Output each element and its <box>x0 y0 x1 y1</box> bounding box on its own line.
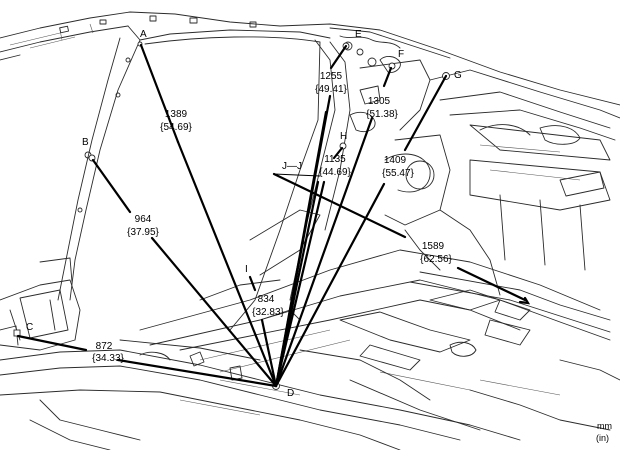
dimension-line-j-j-start <box>273 173 321 177</box>
dim-j-j-mm: 1589 <box>422 241 445 252</box>
dimension-line-i-d-lower <box>260 318 278 388</box>
point-label-g: G <box>454 70 462 81</box>
dimension-line-c-d <box>16 334 88 352</box>
dimension-line-g-d <box>403 74 448 152</box>
dim-f-d-mm: 1305 <box>368 96 391 107</box>
dim-c-d-in: {34.33} <box>92 353 124 364</box>
dim-c-d-mm: 872 <box>96 341 113 352</box>
point-label-i: I <box>245 264 248 275</box>
dim-a-d-in: {54.69} <box>160 122 192 133</box>
dimension-line-f-d <box>382 66 393 88</box>
point-label-j: J—J <box>282 161 302 172</box>
units-in: (in) <box>596 433 609 443</box>
vehicle-body-illustration <box>0 11 620 450</box>
dimension-values: 1389 {54.69} 964 {37.95} 872 {34.33} 125… <box>92 71 452 364</box>
dim-h-d-in: {44.69} <box>319 167 351 178</box>
dim-e-d-in: {49.41} <box>315 84 347 95</box>
point-labels: A B C D E F G H I J—J <box>26 29 462 399</box>
dimension-lines <box>16 43 531 388</box>
point-label-c: C <box>26 322 33 333</box>
dimension-line-e-d <box>329 44 348 70</box>
dim-b-d-in: {37.95} <box>127 227 159 238</box>
dimension-line-b-d-lower <box>150 236 278 388</box>
dim-g-d-in: {55.47} <box>382 168 414 179</box>
units-mm: mm <box>597 421 612 431</box>
point-c-marker <box>13 329 21 337</box>
dimension-line-j-j-endhook <box>518 296 531 305</box>
dimension-line-h-d <box>332 146 344 160</box>
dimension-line-f-d-lower <box>274 116 374 388</box>
dim-b-d-mm: 964 <box>135 214 152 225</box>
dim-f-d-in: {51.38} <box>366 109 398 120</box>
dimension-line-j-j-lower <box>456 266 527 302</box>
point-label-b: B <box>82 137 89 148</box>
dim-g-d-mm: 1409 <box>384 155 407 166</box>
dim-h-d-mm: 1135 <box>324 154 346 165</box>
dimension-line-a-d <box>139 43 180 144</box>
dimension-line-b-d <box>91 158 132 214</box>
dimension-line-c-d-lower <box>116 358 278 388</box>
dim-i-d-in: {32.83} <box>252 307 284 318</box>
dim-j-j-in: {62.56} <box>420 254 452 265</box>
dimension-line-j-j <box>272 172 407 239</box>
units-legend: mm (in) <box>596 421 612 443</box>
point-label-f: F <box>398 49 404 60</box>
dim-i-d-mm: 834 <box>258 294 275 305</box>
point-label-e: E <box>355 29 362 40</box>
point-label-a: A <box>140 29 147 40</box>
dim-e-d-mm: 1255 <box>320 71 343 82</box>
point-label-h: H <box>340 131 347 142</box>
dimension-line-i-d <box>248 275 257 292</box>
dimension-line-e-d-alt <box>274 110 328 388</box>
dimension-line-a-d-lower <box>176 140 278 388</box>
point-label-d: D <box>287 388 294 399</box>
dim-a-d-mm: 1389 <box>165 109 188 120</box>
